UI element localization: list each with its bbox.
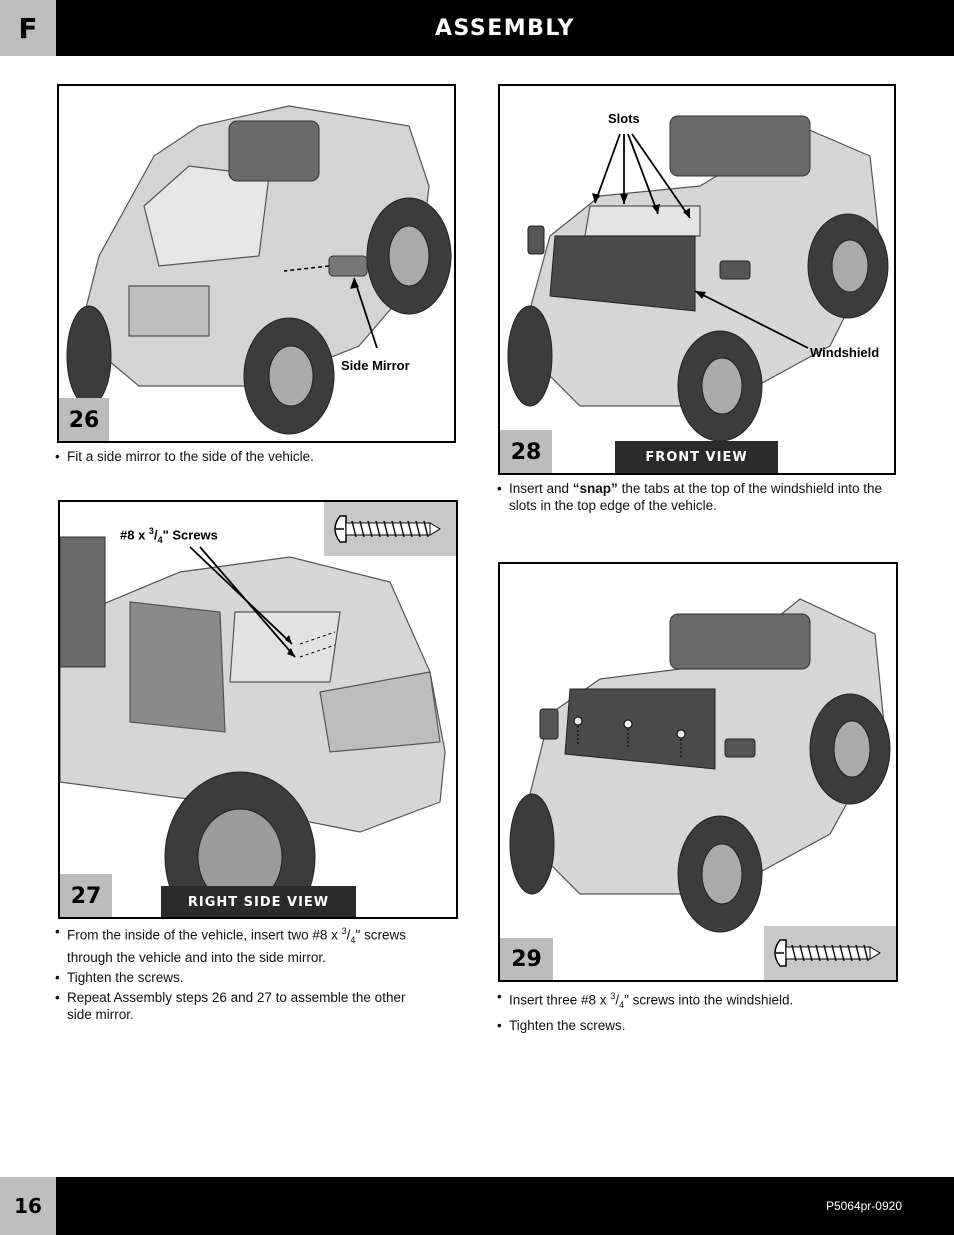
fraction-numerator: 3 (341, 926, 347, 936)
instruction-text: Insert and (509, 481, 573, 496)
wheel (509, 693, 891, 933)
instruction-text: " screws into the windshield. (624, 992, 794, 1008)
step-number: 28 (500, 430, 552, 473)
step-27-figure: #8 x 3/4" Screws 27 RIGHT SIDE VIEW (58, 500, 458, 919)
page-footer: 16 P5064pr-0920 (0, 1177, 954, 1235)
screw-callout-box (324, 502, 456, 556)
instruction-text: " screws through the vehicle and into th… (67, 927, 406, 966)
toy-truck-illustration (66, 105, 452, 435)
screw-icon (774, 939, 881, 967)
step-29-figure: 29 (498, 562, 898, 982)
fraction-denominator: 4 (619, 1000, 625, 1011)
step-28-figure: Slots Windshield 28 FRONT VIEW (498, 84, 896, 475)
callout-side-mirror: Side Mirror (341, 358, 410, 373)
step-27-instructions: From the inside of the vehicle, insert t… (55, 923, 425, 1026)
instruction: Fit a side mirror to the side of the veh… (55, 448, 455, 465)
view-label: FRONT VIEW (615, 441, 778, 473)
step-number: 29 (500, 938, 553, 980)
fraction-numerator: 3 (610, 991, 616, 1001)
step-26-figure: Side Mirror 26 (57, 84, 456, 443)
step-28-instructions: Insert and “snap” the tabs at the top of… (497, 480, 897, 517)
toy-truck-illustration (507, 115, 889, 442)
wheel (66, 197, 452, 435)
instruction-emphasis: “snap” (572, 481, 618, 496)
toy-truck-illustration (60, 536, 446, 917)
wheel (164, 771, 316, 917)
step-29-instructions: Insert three #8 x 3/4" screws into the w… (497, 988, 897, 1037)
instruction: Insert and “snap” the tabs at the top of… (497, 480, 897, 514)
page-title: ASSEMBLY (435, 15, 575, 41)
callout-screws: #8 x 3/4" Screws (120, 526, 218, 545)
toy-truck-illustration (509, 598, 891, 933)
callout-windshield: Windshield (810, 345, 880, 360)
instruction-text: From the inside of the vehicle, insert t… (67, 927, 342, 943)
fraction-denominator: 4 (157, 534, 163, 545)
view-label: RIGHT SIDE VIEW (161, 886, 356, 917)
page-header: F ASSEMBLY (0, 0, 954, 56)
instruction: From the inside of the vehicle, insert t… (55, 923, 425, 966)
document-code: P5064pr-0920 (825, 1199, 902, 1213)
instruction: Tighten the screws. (55, 969, 425, 986)
fraction-numerator: 3 (148, 526, 154, 536)
callout-text: " Screws (162, 527, 218, 543)
callout-text: #8 x (120, 527, 149, 543)
screw-callout-box (764, 926, 896, 980)
wheel (507, 213, 889, 442)
fraction-denominator: 4 (350, 935, 356, 946)
instruction-text: the tabs at the top of the windshield in… (509, 481, 882, 513)
page-number: 16 (0, 1177, 56, 1235)
step-number: 26 (59, 398, 109, 441)
section-tab: F (0, 0, 56, 56)
callout-slots: Slots (608, 111, 640, 126)
instruction: Repeat Assembly steps 26 and 27 to assem… (55, 989, 425, 1023)
instruction-text: Insert three #8 x (509, 992, 611, 1008)
instruction: Insert three #8 x 3/4" screws into the w… (497, 988, 897, 1014)
step-26-instructions: Fit a side mirror to the side of the veh… (55, 448, 455, 468)
step-number: 27 (60, 874, 112, 917)
instruction: Tighten the screws. (497, 1017, 897, 1034)
screw-icon (334, 515, 441, 543)
